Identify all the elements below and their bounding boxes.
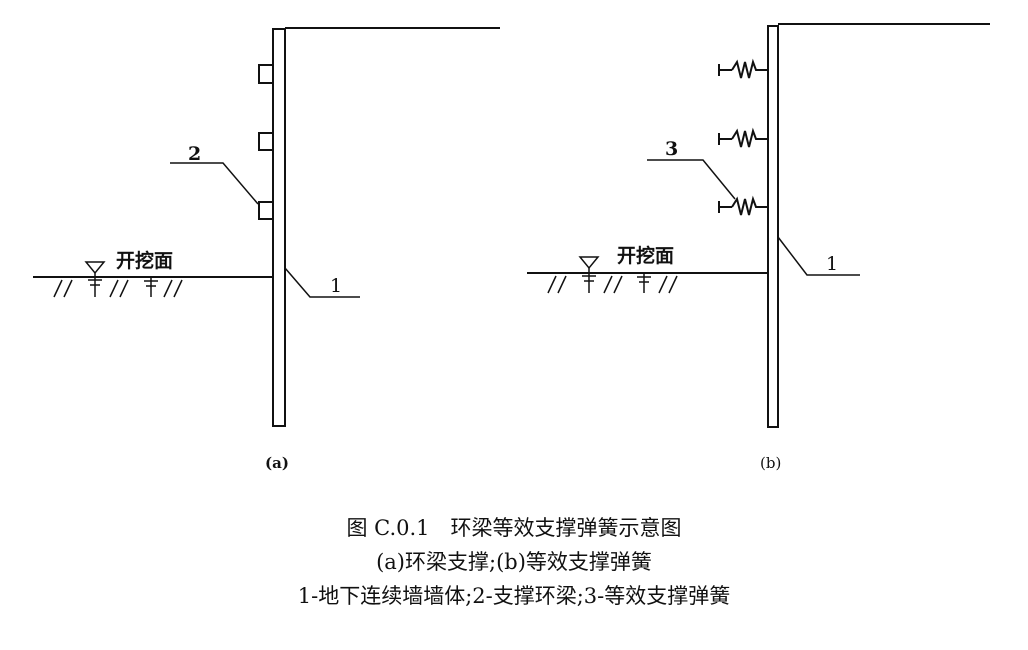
panel-b-label: (b) (760, 454, 781, 472)
excavation-label-b: 开挖面 (617, 244, 674, 267)
soil-hatch-a (53, 273, 183, 298)
ring-beam-1 (258, 64, 274, 84)
spring-1 (718, 58, 768, 79)
figure-title: 图 C.0.1 环梁等效支撑弹簧示意图 (346, 516, 682, 540)
level-triangle-icon (84, 261, 106, 275)
leader-3 (647, 159, 736, 200)
spring-2 (718, 127, 768, 148)
ring-beam-3 (258, 201, 274, 220)
panel-a-label: (a) (265, 454, 289, 472)
panel-a (33, 27, 500, 427)
callout-3: 3 (665, 138, 678, 160)
leader-1-a (284, 267, 360, 298)
ring-beam-2 (258, 132, 274, 151)
excavation-label-a: 开挖面 (116, 249, 173, 272)
spring-3 (718, 195, 768, 216)
diaphragm-wall-a (272, 28, 286, 427)
diaphragm-wall-b (767, 25, 779, 428)
leader-1-b (777, 236, 860, 276)
callout-2: 2 (188, 143, 201, 165)
panel-b (527, 23, 990, 428)
callout-1-b: 1 (826, 253, 838, 275)
figure-subtitle: (a)环梁支撑;(b)等效支撑弹簧 (376, 550, 652, 574)
level-triangle-icon (578, 256, 600, 270)
figure-legend: 1-地下连续墙墙体;2-支撑环梁;3-等效支撑弹簧 (297, 584, 731, 608)
callout-1-a: 1 (330, 275, 342, 297)
soil-hatch-b (547, 268, 678, 294)
leader-2 (170, 162, 259, 205)
